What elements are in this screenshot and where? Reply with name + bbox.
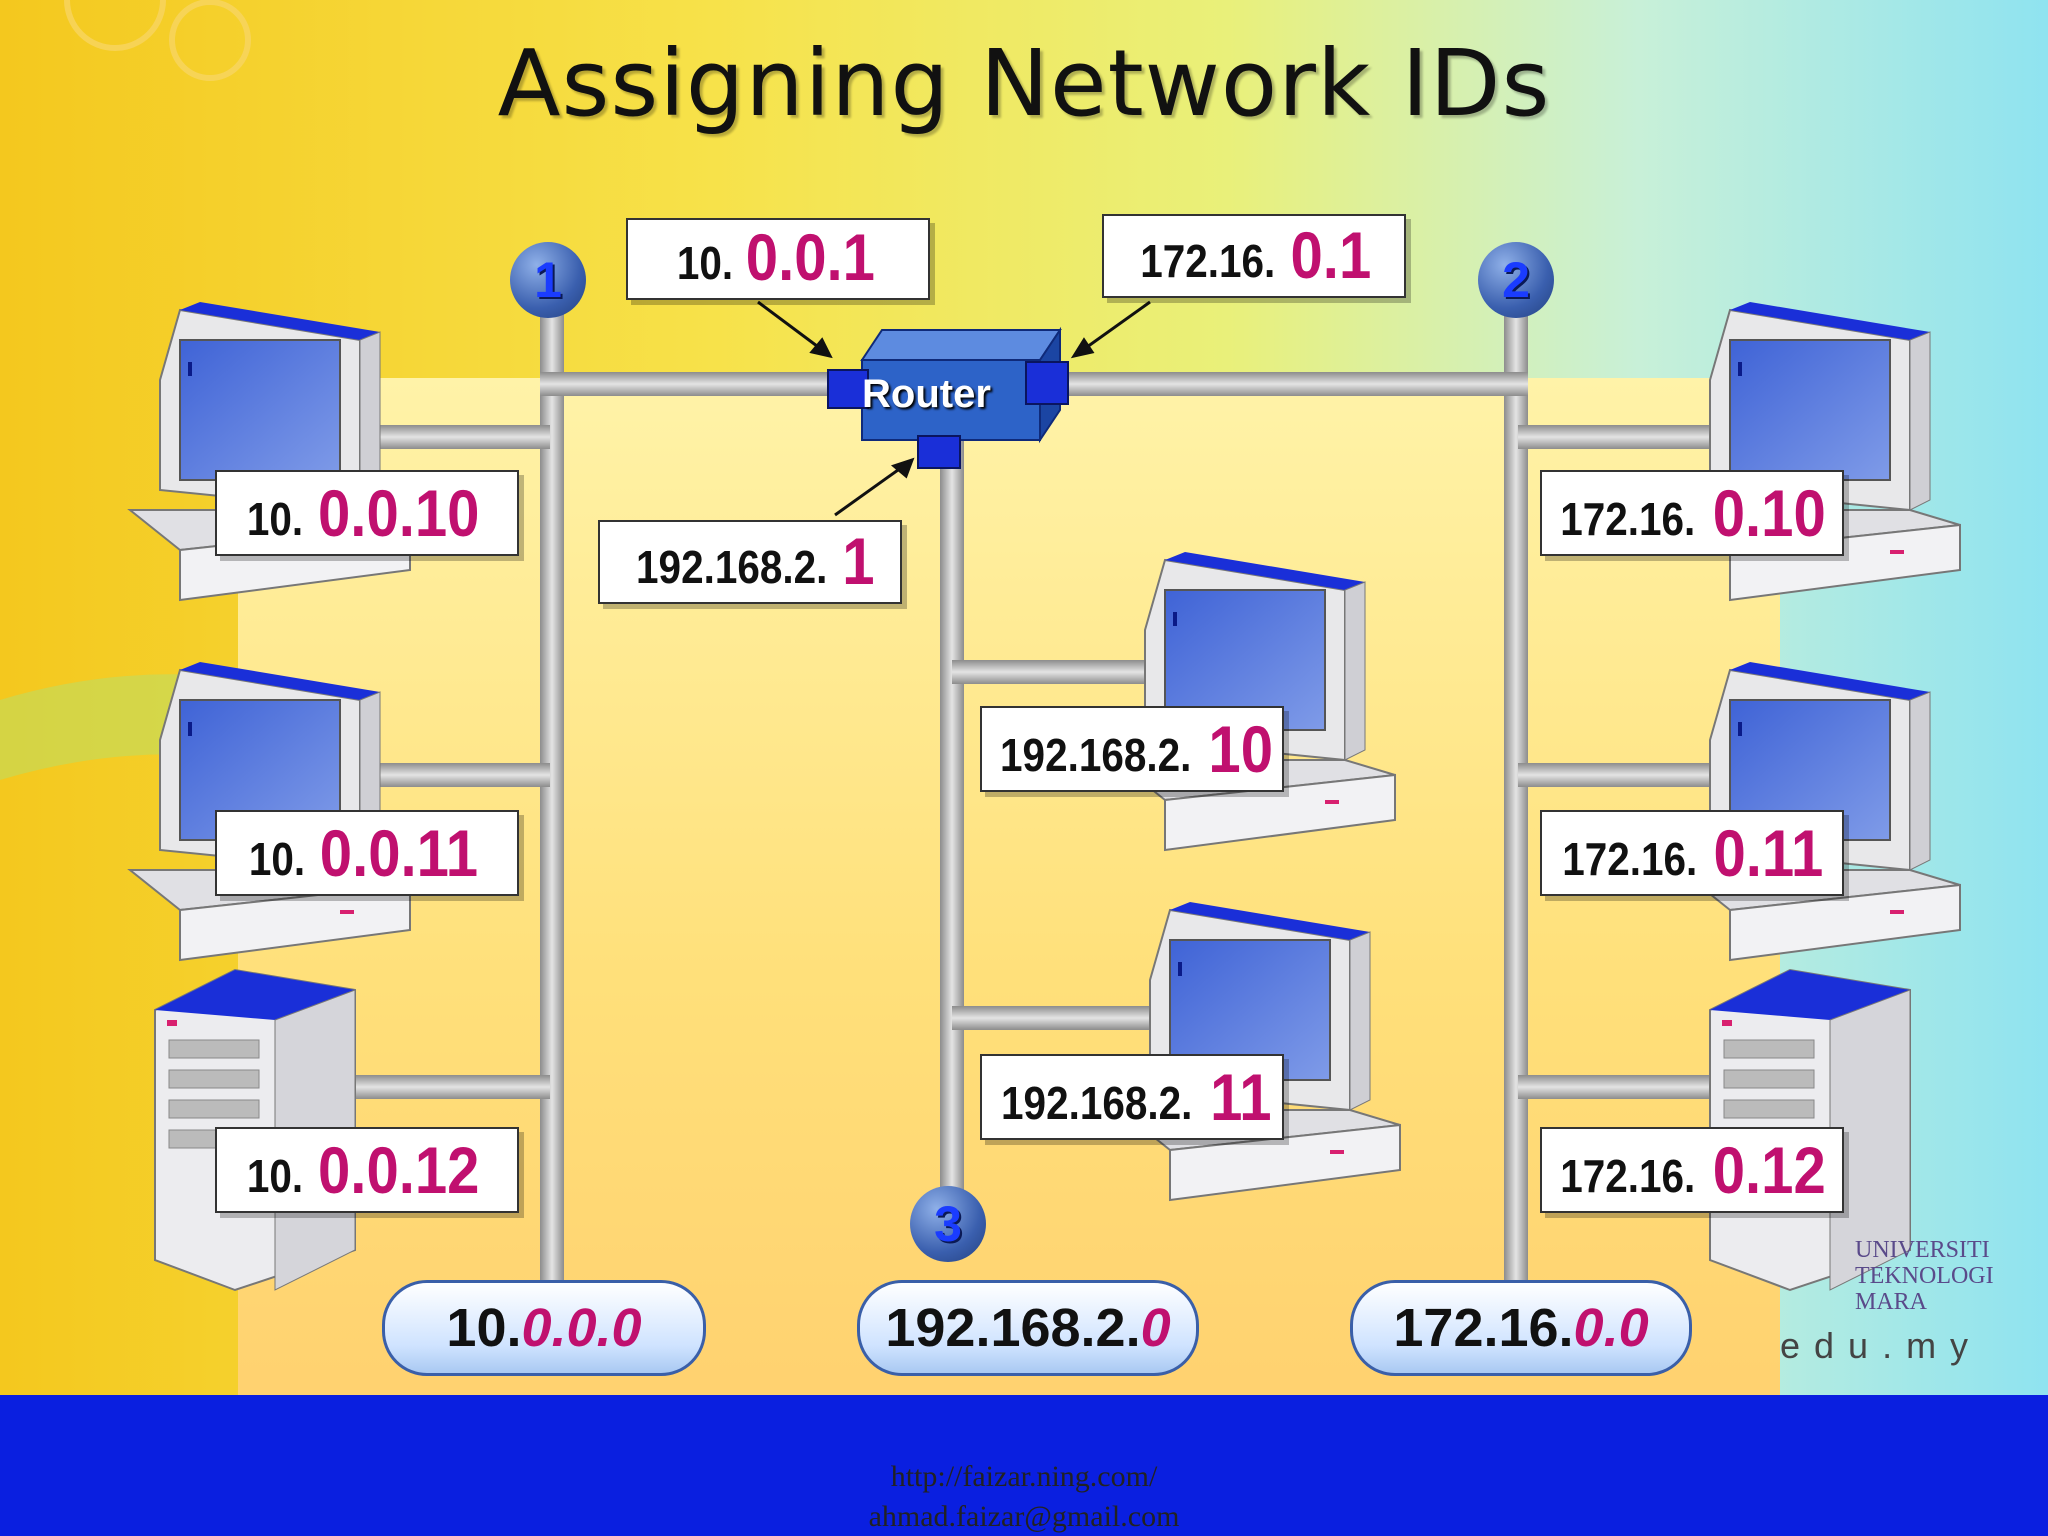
footer-url[interactable]: http://faizar.ning.com/ (890, 1460, 1158, 1493)
footer-bar (0, 1395, 2048, 1536)
network-id-label: 192.168.2.0 (857, 1280, 1199, 1376)
router-interface-ip: 10.0.0.1 (626, 218, 930, 300)
host-ip-label: 172.16. 0.11 (1540, 810, 1844, 896)
network-badge-2: 2 (1478, 242, 1554, 318)
network-id-label: 10.0.0.0 (382, 1280, 706, 1376)
router-icon (827, 326, 1069, 469)
footer-email[interactable]: ahmad.faizar@gmail.com (868, 1500, 1180, 1533)
host-ip-label: 10.0.0.11 (215, 810, 519, 896)
router-interface-ip: 192.168.2.1 (598, 520, 902, 604)
computer-icon (1114, 551, 1396, 851)
host-ip-label: 192.168.2.10 (980, 706, 1284, 792)
host-ip-label: 10.0.0.10 (215, 470, 519, 556)
university-logo: UNIVERSITI TEKNOLOGI MARA (1855, 1237, 1994, 1315)
computer-icon (1119, 901, 1401, 1201)
network-badge-3: 3 (910, 1186, 986, 1262)
router-interface-ip: 172.16. 0.1 (1102, 214, 1406, 298)
host-ip-label: 10.0.0.12 (215, 1127, 519, 1213)
router-label: Router (862, 372, 991, 416)
network-id-label: 172.16.0.0 (1350, 1280, 1692, 1376)
slide-title: Assigning Network IDs (497, 30, 1551, 137)
network-badge-1: 1 (510, 242, 586, 318)
host-ip-label: 172.16. 0.10 (1540, 470, 1844, 556)
host-ip-label: 192.168.2.11 (980, 1054, 1284, 1140)
host-ip-label: 172.16. 0.12 (1540, 1127, 1844, 1213)
logo-domain: edu.my (1780, 1325, 1983, 1366)
